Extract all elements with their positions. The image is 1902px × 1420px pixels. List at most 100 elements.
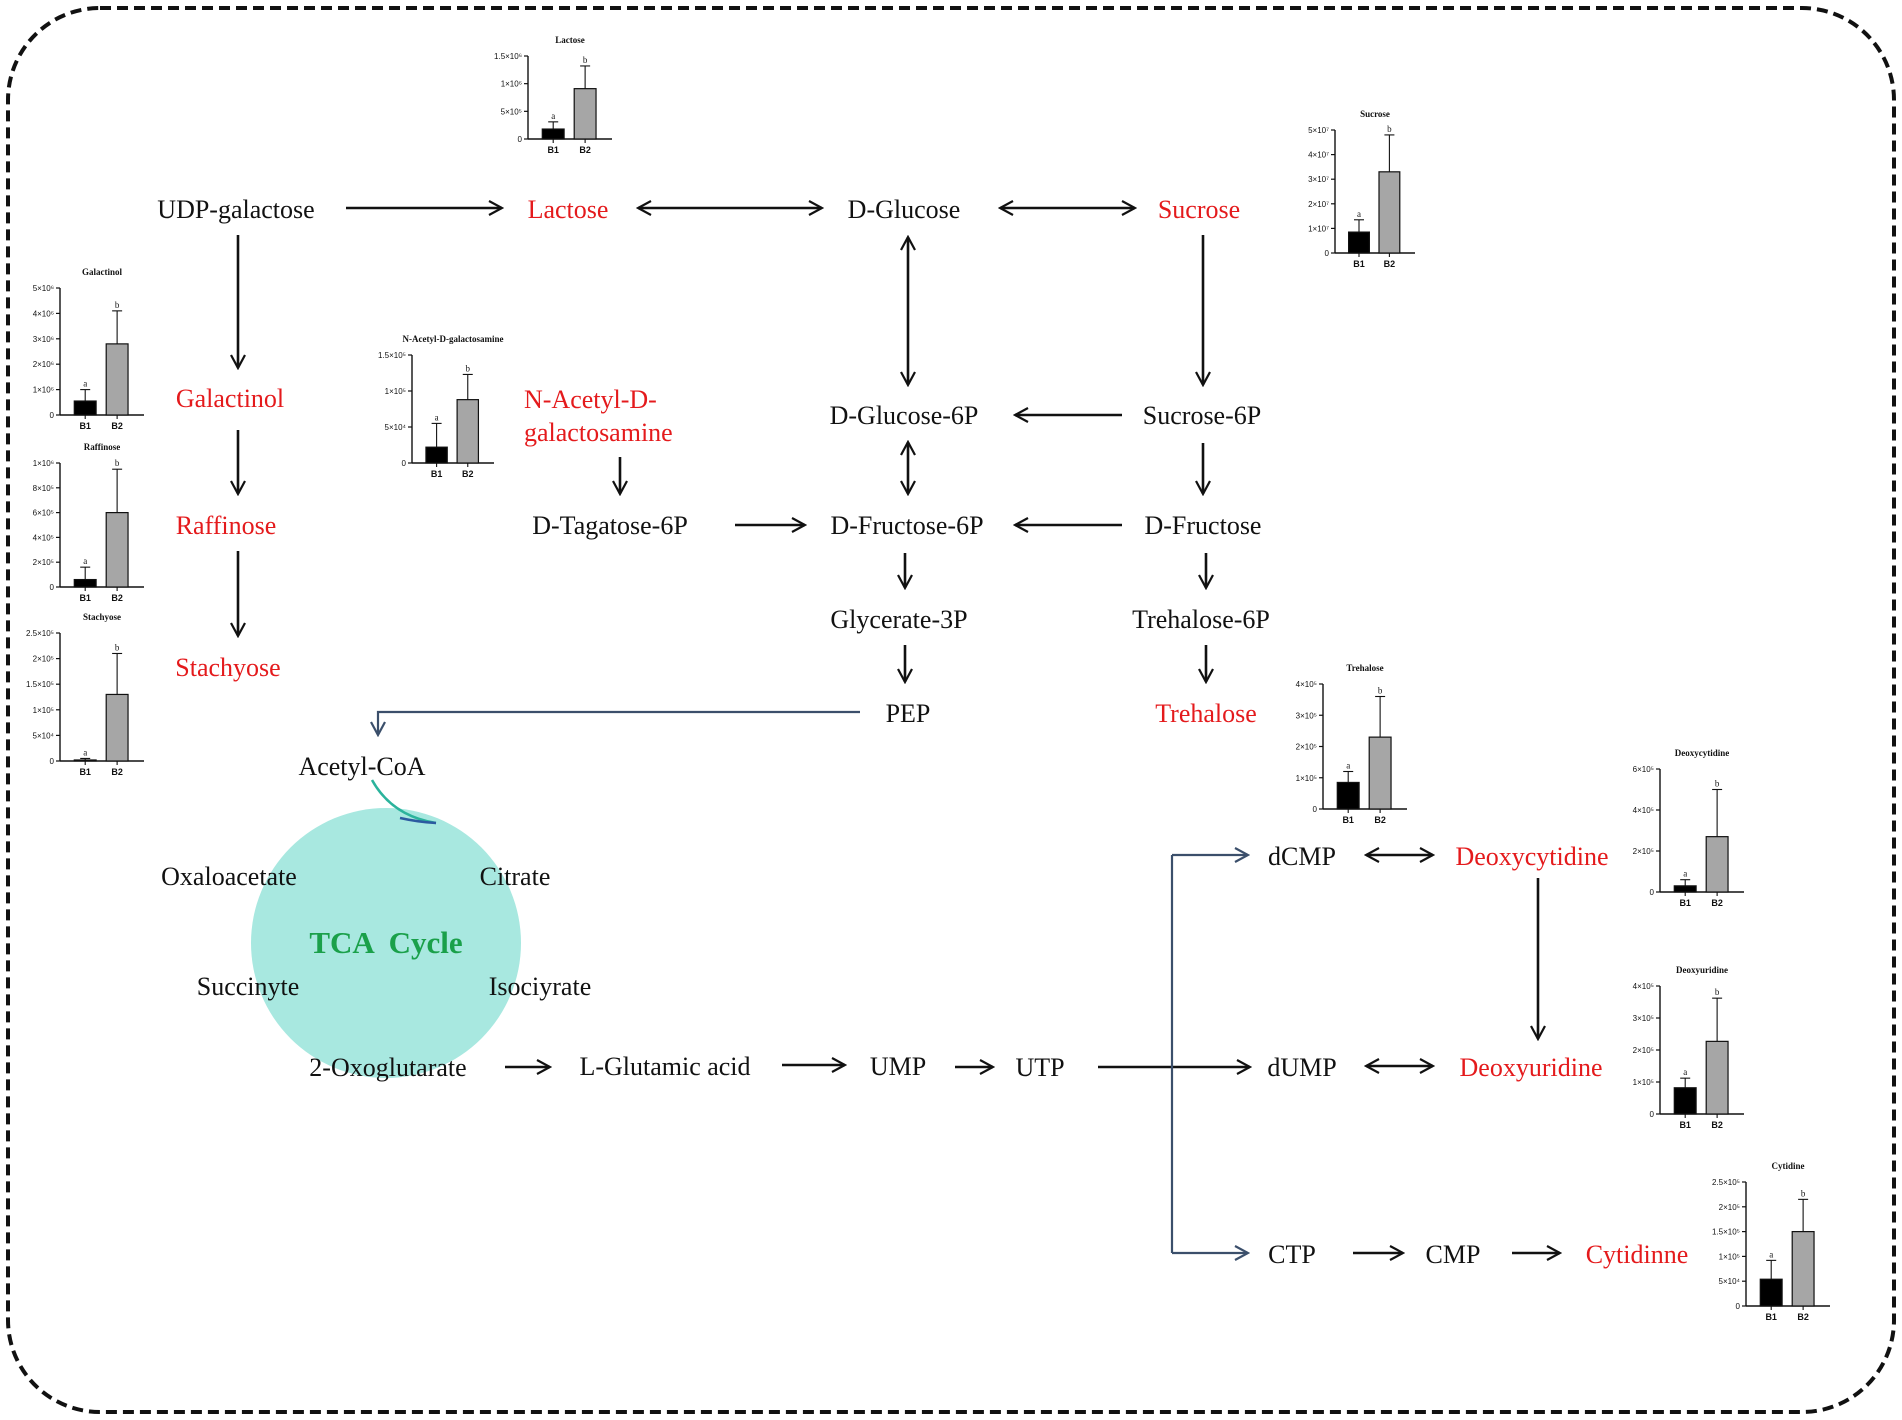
bar-b2	[1791, 1230, 1815, 1307]
chart-title: N-Acetyl-D-galactosamine	[403, 334, 504, 344]
node-stachyose: Stachyose	[175, 653, 280, 682]
y-tick-label: 1.5×10⁶	[494, 52, 522, 61]
bar-b2	[105, 693, 129, 762]
bar-b1	[1759, 1278, 1783, 1307]
node-citrate: Citrate	[480, 862, 551, 891]
y-tick-label: 3×10⁵	[1633, 1014, 1654, 1023]
significance-letter: b	[1387, 124, 1392, 134]
node-dcmp: dCMP	[1268, 842, 1336, 871]
node-succinyte: Succinyte	[197, 972, 300, 1001]
y-tick-label: 2×10⁵	[1633, 1046, 1654, 1055]
y-tick-label: 1×10⁵	[33, 706, 54, 715]
y-tick-label: 1.5×10⁵	[1712, 1228, 1740, 1237]
bar-b2	[1368, 736, 1392, 810]
category-label: B2	[1711, 1120, 1723, 1130]
node-glycerate-3p: Glycerate-3P	[830, 605, 967, 634]
node-ctp: CTP	[1268, 1240, 1316, 1269]
node-trehalose: Trehalose	[1155, 699, 1257, 728]
y-tick-label: 5×10⁶	[33, 284, 54, 293]
node-sucrose: Sucrose	[1158, 195, 1240, 224]
significance-letter: b	[1378, 686, 1383, 696]
significance-letter: b	[115, 300, 120, 310]
chart-title: Sucrose	[1360, 109, 1390, 119]
y-tick-label: 2×10⁵	[1719, 1203, 1740, 1212]
significance-letter: a	[1346, 761, 1350, 771]
node-nag-line2: galactosamine	[524, 418, 673, 447]
significance-letter: a	[83, 556, 87, 566]
y-tick-label: 4×10⁵	[1296, 680, 1317, 689]
node-l-glutamic-acid: L-Glutamic acid	[579, 1052, 750, 1081]
y-tick-label: 0	[1313, 805, 1318, 814]
y-tick-label: 2×10⁵	[33, 558, 54, 567]
node-acetyl-coa: Acetyl-CoA	[298, 752, 425, 781]
category-label: B2	[111, 421, 123, 431]
category-label: B1	[1353, 259, 1365, 269]
y-tick-label: 2×10⁶	[33, 360, 54, 369]
y-tick-label: 1×10⁵	[385, 387, 406, 396]
bar-b2	[105, 511, 129, 588]
node-labels: UDP-galactose Lactose D-Glucose Sucrose …	[157, 195, 1688, 1269]
bar-b1	[73, 400, 97, 416]
category-label: B2	[579, 145, 591, 155]
bar-b1	[541, 128, 565, 140]
arrow-pep-acetylcoa	[378, 710, 860, 735]
blue-arrows	[378, 710, 1248, 1253]
node-isociyrate: Isociyrate	[489, 972, 592, 1001]
y-tick-label: 1×10⁶	[33, 386, 54, 395]
chart-title: Stachyose	[83, 612, 121, 622]
y-tick-label: 1.5×10⁵	[378, 351, 406, 360]
bar-b2	[573, 88, 597, 140]
black-arrows	[238, 208, 1560, 1253]
bar-b2	[1705, 836, 1729, 893]
y-tick-label: 2×10⁷	[1308, 200, 1329, 209]
significance-letter: a	[83, 747, 87, 757]
category-label: B1	[79, 421, 91, 431]
node-dump: dUMP	[1267, 1053, 1336, 1082]
y-tick-label: 8×10⁵	[33, 484, 54, 493]
node-d-tagatose-6p: D-Tagatose-6P	[532, 511, 688, 540]
node-cytidinne: Cytidinne	[1586, 1240, 1689, 1269]
chart-galactinol: Galactinol01×10⁶2×10⁶3×10⁶4×10⁶5×10⁶aB1b…	[33, 267, 144, 431]
bar-b2	[1378, 171, 1401, 254]
significance-letter: a	[551, 111, 555, 121]
y-tick-label: 0	[402, 459, 407, 468]
mini-bar-charts: Lactose05×10⁵1×10⁶1.5×10⁶aB1bB2Sucrose01…	[26, 35, 1830, 1322]
bar-b1	[425, 446, 448, 464]
y-tick-label: 4×10⁶	[33, 309, 54, 318]
bar-b2	[1705, 1040, 1729, 1115]
y-tick-label: 0	[50, 411, 55, 420]
node-pep: PEP	[886, 699, 931, 728]
node-trehalose-6p: Trehalose-6P	[1132, 605, 1270, 634]
y-tick-label: 5×10⁴	[33, 731, 55, 740]
category-label: B2	[1711, 898, 1723, 908]
node-oxaloacetate: Oxaloacetate	[161, 862, 297, 891]
node-galactinol: Galactinol	[176, 384, 284, 413]
category-label: B1	[79, 767, 91, 777]
bar-b1	[1347, 231, 1370, 254]
node-sucrose-6p: Sucrose-6P	[1143, 401, 1261, 430]
y-tick-label: 0	[1736, 1302, 1741, 1311]
tca-cycle-label: TCA Cycle	[309, 925, 462, 960]
bar-b1	[73, 578, 97, 588]
node-utp: UTP	[1015, 1053, 1064, 1082]
chart-title: Raffinose	[84, 442, 121, 452]
significance-letter: a	[1683, 1067, 1687, 1077]
category-label: B2	[1374, 815, 1386, 825]
node-nag-line1: N-Acetyl-D-	[524, 385, 657, 414]
node-d-glucose: D-Glucose	[848, 195, 961, 224]
y-tick-label: 0	[1325, 249, 1330, 258]
y-tick-label: 5×10⁴	[385, 423, 407, 432]
category-label: B2	[1384, 259, 1396, 269]
category-label: B1	[431, 469, 443, 479]
chart-title: Deoxyuridine	[1676, 965, 1728, 975]
y-tick-label: 5×10⁵	[501, 107, 522, 116]
y-tick-label: 1×10⁶	[33, 459, 54, 468]
significance-letter: a	[83, 379, 87, 389]
category-label: B1	[79, 593, 91, 603]
y-tick-label: 4×10⁵	[1633, 806, 1654, 815]
